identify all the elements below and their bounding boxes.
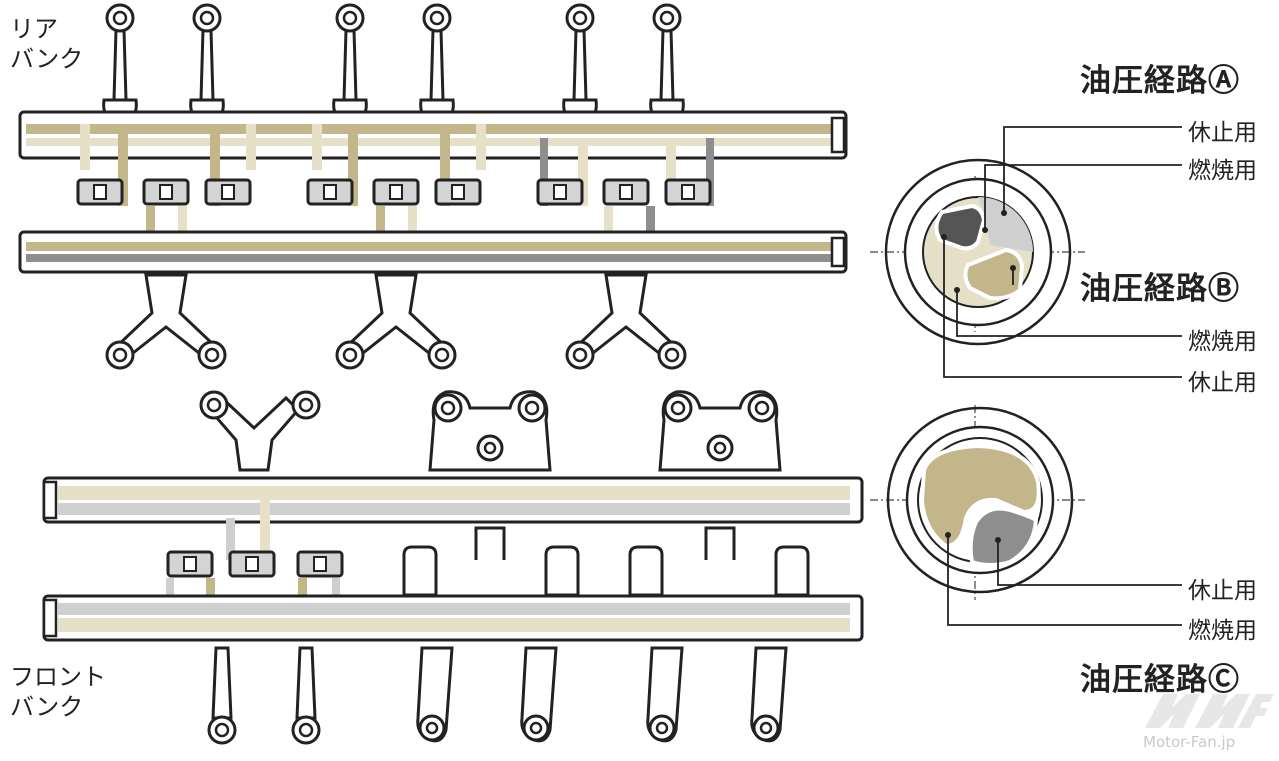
- route-b-callout-combustion: 燃焼用: [1188, 329, 1257, 355]
- front-switching-spools: [166, 550, 344, 578]
- rear-switching-spools: [76, 178, 712, 206]
- front-rocker-arm: [520, 646, 558, 743]
- oil-passage: [226, 518, 235, 560]
- rear-rocker-arm: [332, 3, 368, 120]
- leader-lines-a-b: [943, 126, 1182, 378]
- route-a-callout-combustion: 燃焼用: [1188, 158, 1257, 184]
- rear-bank-label-line2: バンク: [10, 45, 84, 73]
- route-c-callout-combustion: 燃焼用: [1188, 618, 1257, 644]
- front-bank-label: フロント バンク: [10, 662, 106, 722]
- passage-a-resting: [934, 204, 986, 251]
- front-rocker-arm: [199, 390, 321, 472]
- oil-passage: [332, 578, 340, 602]
- front-bank-label-line2: バンク: [10, 693, 84, 721]
- motor-fan-logo: [1145, 694, 1274, 728]
- oil-passage: [476, 124, 486, 170]
- front-rocker-arm: [646, 646, 684, 743]
- front-bank: [42, 390, 864, 745]
- front-rocker-arm: [416, 646, 454, 743]
- front-rocker-arm: [750, 646, 788, 743]
- rear-rocker-arm: [189, 3, 225, 120]
- front-lower-rocker-shaft: [42, 594, 864, 642]
- leader-lines-c: [947, 535, 1182, 626]
- oil-passage: [210, 124, 220, 206]
- rear-upper-rocker-shaft: [18, 110, 848, 160]
- front-upper-rocker-shaft: [42, 476, 864, 524]
- passage-b-combustion: [963, 248, 1024, 301]
- route-c-title: 油圧経路Ⓒ: [1080, 662, 1240, 698]
- oil-passage: [440, 124, 450, 206]
- rear-bank-label: リア バンク: [10, 14, 83, 74]
- rear-rocker-arm: [562, 3, 598, 120]
- front-rocker-bracket: [658, 390, 782, 472]
- oil-passage: [246, 124, 256, 170]
- cross-section-rear: [870, 158, 1085, 346]
- rear-lower-rocker-shaft: [18, 230, 848, 274]
- route-c-callout-resting: 休止用: [1188, 578, 1257, 604]
- rear-rocker-arm: [335, 273, 457, 370]
- oil-passage: [178, 206, 187, 236]
- oil-passage: [348, 124, 358, 206]
- route-a-callout-resting: 休止用: [1188, 120, 1257, 146]
- oil-passage: [166, 578, 174, 602]
- oil-passage: [666, 140, 676, 206]
- oil-passage: [408, 206, 417, 236]
- rear-bank: [18, 3, 848, 370]
- front-rocker-bracket: [428, 390, 552, 472]
- oil-passage: [146, 206, 155, 246]
- watermark-text: Motor-Fan.jp: [1143, 733, 1236, 751]
- rear-bank-label-line1: リア: [10, 15, 58, 43]
- oil-passage: [80, 124, 90, 170]
- oil-passage: [578, 140, 588, 206]
- rear-rocker-arm: [649, 3, 685, 120]
- oil-passage: [118, 124, 128, 206]
- oil-passage: [706, 138, 714, 206]
- route-b-title: 油圧経路Ⓑ: [1080, 271, 1240, 307]
- oil-passage: [540, 138, 548, 206]
- cross-section-front: [870, 405, 1085, 600]
- rear-rocker-arm: [565, 273, 687, 370]
- route-a-title: 油圧経路Ⓐ: [1080, 63, 1240, 99]
- passage-c-resting: [968, 506, 1039, 567]
- oil-passage: [260, 500, 270, 552]
- oil-passage: [312, 124, 322, 170]
- front-bank-label-line1: フロント: [10, 663, 106, 691]
- rear-rocker-arm: [419, 3, 455, 120]
- front-rocker-arm: [291, 646, 321, 745]
- rear-rocker-arm: [102, 3, 138, 120]
- oil-passage: [376, 206, 385, 246]
- front-rocker-arm: [207, 646, 237, 745]
- rear-rocker-arm: [105, 273, 227, 370]
- route-b-callout-resting: 休止用: [1188, 370, 1257, 396]
